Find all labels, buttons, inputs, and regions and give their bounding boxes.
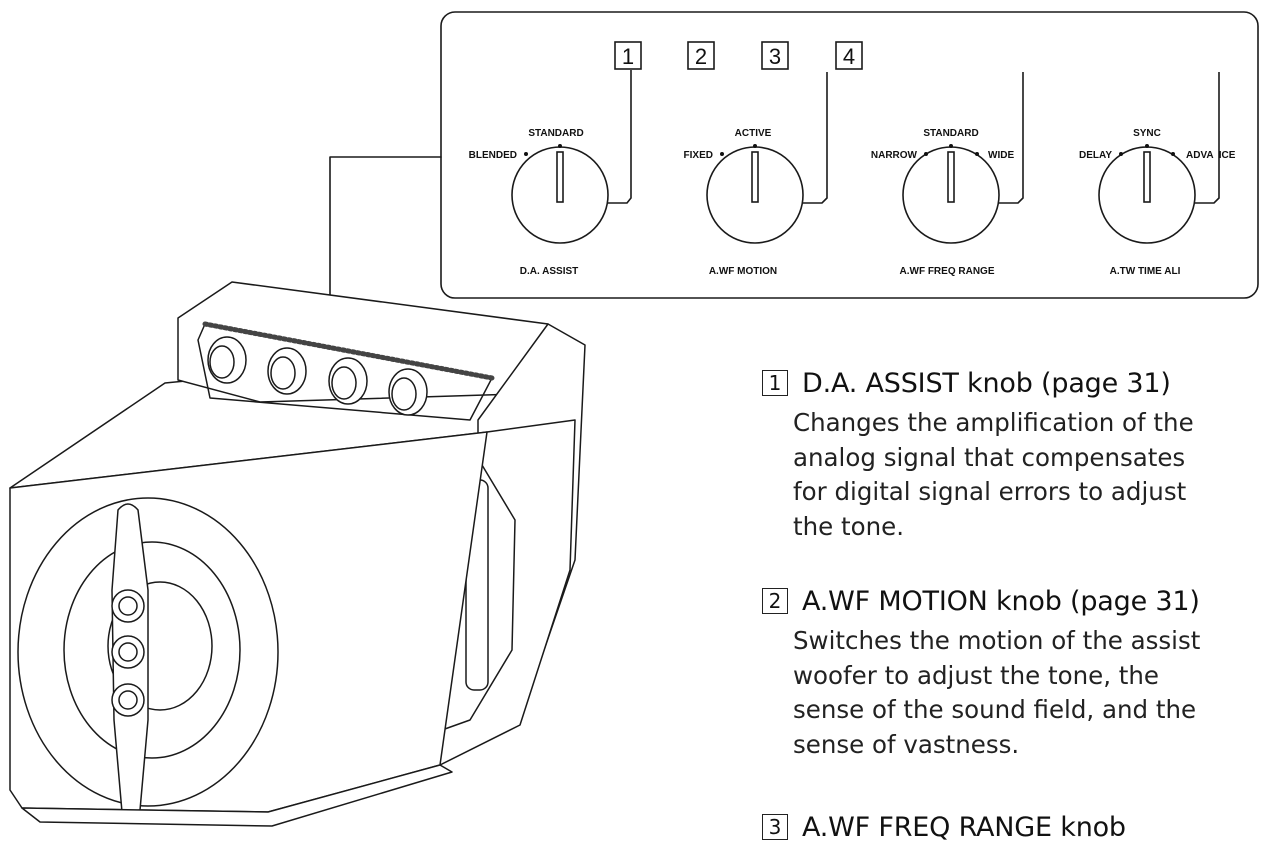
- speaker-base: [21, 764, 453, 827]
- knob-da-assist-pointer: [556, 151, 564, 203]
- knob-strip-inner: [197, 323, 493, 421]
- description-line: analog signal that compensates: [793, 442, 1186, 472]
- callout-box-1: [614, 41, 642, 70]
- position-dot: [753, 144, 757, 148]
- knob-awf-motion: [706, 72, 828, 244]
- knob-da-assist-left-label: BLENDED: [469, 150, 517, 161]
- callout-num-2: 2: [695, 44, 707, 69]
- fin-port-3: [111, 683, 145, 717]
- knob-da-assist-top-label: STANDARD: [528, 128, 583, 139]
- description-1: 1 D.A. ASSIST knob (page 31) Changes the…: [762, 366, 1257, 544]
- fin-port-2: [111, 635, 145, 669]
- callout-box-3: [761, 41, 789, 70]
- knob-atw-time-ali-name: A.TW TIME ALI: [1110, 266, 1181, 277]
- knob-awf-motion-left-label: FIXED: [684, 150, 713, 161]
- position-dot: [1171, 152, 1175, 156]
- knob-caps: [207, 336, 428, 416]
- position-dot: [720, 152, 724, 156]
- knob-da-assist-name: D.A. ASSIST: [520, 266, 579, 277]
- callout-box-2: [687, 41, 715, 70]
- description-1-body: Changes the amplification of the analog …: [793, 406, 1257, 544]
- description-line: Changes the amplification of the: [793, 408, 1194, 437]
- description-1-title: D.A. ASSIST knob (page 31): [802, 367, 1171, 399]
- knob-da-assist-leader: [608, 70, 632, 204]
- position-dot: [949, 144, 953, 148]
- knob-awf-freq-range: [902, 72, 1024, 244]
- description-line: Switches the motion of the assist: [793, 626, 1201, 655]
- knob-awf-motion-top-label: ACTIVE: [735, 128, 772, 139]
- knob-awf-freq-range-left-label: NARROW: [871, 150, 918, 161]
- knob-atw-time-ali-right-label: ADVA ICE: [1186, 150, 1236, 161]
- knob-atw-time-ali-leader: [1195, 72, 1220, 204]
- knob-awf-motion-pointer: [751, 151, 759, 203]
- knob-atw-time-ali-pointer: [1143, 151, 1151, 203]
- callout-num-4: 4: [843, 44, 855, 69]
- description-line: woofer to adjust the tone, the: [793, 660, 1159, 690]
- speaker-unit-drawing: [9, 281, 586, 827]
- knob-da-assist: [511, 70, 632, 244]
- description-1-number: 1: [762, 370, 788, 396]
- description-3-number: 3: [762, 814, 788, 840]
- knob-awf-freq-range-name: A.WF FREQ RANGE: [900, 266, 995, 277]
- description-3-title: A.WF FREQ RANGE knob: [802, 811, 1126, 843]
- knob-panel-frame: [440, 11, 1259, 299]
- description-line: sense of the sound field, and the: [793, 695, 1197, 724]
- woofer: [17, 497, 279, 807]
- fin-port-1: [111, 589, 145, 623]
- position-dot: [1119, 152, 1123, 156]
- description-line: sense of vastness.: [793, 729, 1020, 759]
- position-dot: [1145, 144, 1149, 148]
- knob-awf-motion-name: A.WF MOTION: [709, 266, 777, 277]
- panel-leader-line: [329, 156, 442, 336]
- knob-atw-time-ali-top-label: SYNC: [1133, 128, 1161, 139]
- description-2: 2 A.WF MOTION knob (page 31) Switches th…: [762, 584, 1257, 762]
- callout-num-3: 3: [769, 44, 781, 69]
- description-2-title: A.WF MOTION knob (page 31): [802, 585, 1200, 617]
- knob-atw-time-ali: [1098, 72, 1220, 244]
- position-dot: [558, 144, 562, 148]
- description-2-body: Switches the motion of the assist woofer…: [793, 624, 1257, 762]
- knob-atw-time-ali-left-label: DELAY: [1079, 150, 1112, 161]
- speaker-front-face: [9, 431, 488, 813]
- knob-awf-freq-range-leader: [999, 72, 1024, 204]
- knob-awf-freq-range-top-label: STANDARD: [923, 128, 978, 139]
- position-dot: [524, 152, 528, 156]
- callout-box-4: [835, 41, 863, 70]
- description-3: 3 A.WF FREQ RANGE knob: [762, 810, 1257, 844]
- position-dot: [975, 152, 979, 156]
- callout-num-1: 1: [622, 44, 634, 69]
- knob-awf-motion-leader: [803, 72, 828, 204]
- description-line: for digital signal errors to adjust: [793, 477, 1187, 506]
- position-dot: [924, 152, 928, 156]
- knob-awf-freq-range-right-label: WIDE: [988, 150, 1014, 161]
- callout-numbers: 1 2 3 4: [614, 41, 863, 70]
- description-line: the tone.: [793, 511, 904, 541]
- knob-awf-freq-range-pointer: [947, 151, 955, 203]
- description-2-number: 2: [762, 588, 788, 614]
